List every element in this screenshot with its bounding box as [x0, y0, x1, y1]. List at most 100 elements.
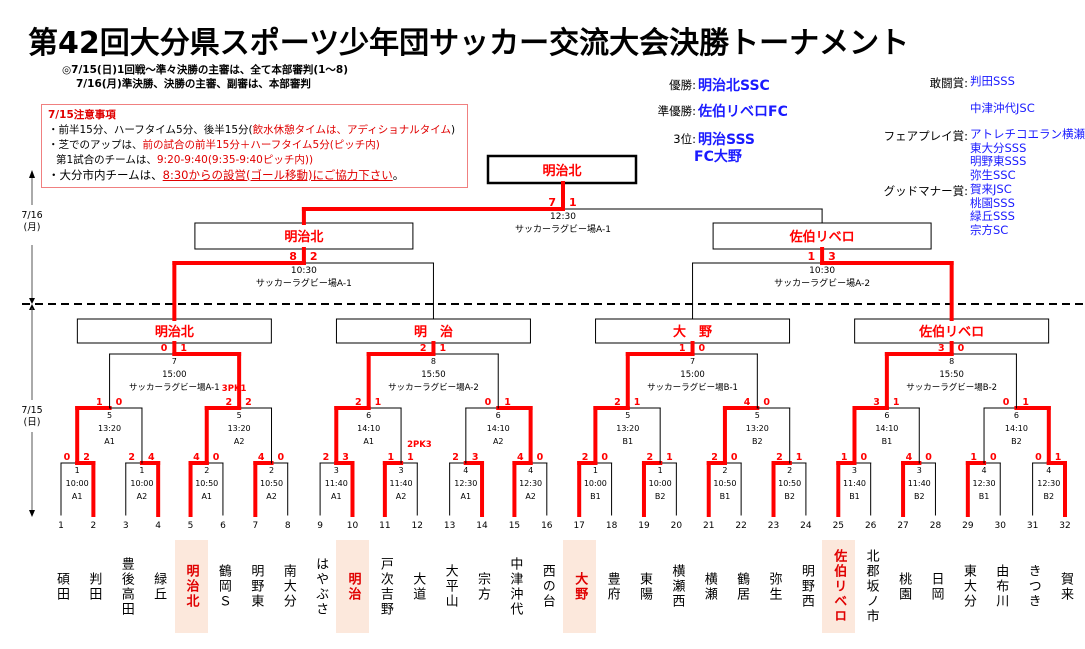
team-name: 豊後高田	[118, 556, 134, 617]
match-time: 10:30	[809, 266, 835, 276]
match-time: 10:30	[291, 266, 317, 276]
team-name: 由布川	[993, 564, 1009, 609]
team-name: 中津沖代	[507, 556, 523, 617]
score-right: 0	[763, 397, 770, 408]
fighting-award-team-1: 判田SSS	[970, 74, 1015, 88]
referee-note-2: 7/16(月)準決勝、決勝の主審、副審は、本部審判	[76, 78, 311, 90]
score-right: 0	[860, 452, 867, 463]
team-name: 横瀬西	[669, 564, 685, 609]
team-number: 8	[285, 521, 291, 531]
match-number: 6	[496, 411, 501, 420]
team-name: 明治	[336, 540, 370, 633]
match-time: 12:30	[973, 479, 996, 488]
team-number: 32	[1059, 521, 1070, 531]
caution-highlight: 8:30からの設営(ゴール移動)にご協力下さい	[162, 168, 393, 182]
match-field: B1	[590, 492, 601, 501]
match-field: A2	[234, 437, 245, 446]
team-number: 11	[379, 521, 390, 531]
champion-box	[486, 154, 638, 185]
team-number: 5	[188, 521, 194, 531]
score-right: 2	[310, 250, 318, 263]
match-time: 15:50	[939, 370, 964, 380]
score-right: 1	[1055, 452, 1062, 463]
match-number: 4	[1046, 466, 1051, 475]
team-name: 碩田	[54, 571, 69, 602]
match-field: A2	[266, 492, 277, 501]
match-time: 13:20	[228, 424, 251, 433]
match-time: 10:00	[649, 479, 672, 488]
fairplay-award-list: アトレチコエラン横瀬 東大分SSS 明野東SSS 弥生SSC	[970, 127, 1085, 182]
score-right: 1	[375, 397, 382, 408]
weekday-text: (日)	[23, 417, 41, 428]
score-left: 2	[614, 397, 621, 408]
score-right: 0	[601, 452, 608, 463]
score-left: 2	[647, 452, 654, 463]
team-number: 22	[735, 521, 746, 531]
match-time: 14:10	[357, 424, 380, 433]
team-name: 弥生	[766, 571, 782, 602]
team-name: 横瀬	[701, 571, 717, 602]
score-left: 2	[355, 397, 362, 408]
score-left: 1	[679, 343, 686, 354]
team-number: 31	[1027, 521, 1038, 531]
match-number: 6	[884, 411, 889, 420]
team-number: 12	[412, 521, 423, 531]
team-number: 1	[58, 521, 64, 531]
score-right: 3	[342, 452, 349, 463]
score-left: 2	[452, 452, 459, 463]
team-number: 13	[444, 521, 455, 531]
match-venue: サッカーラグビー場A-2	[774, 277, 870, 289]
match-time: 11:40	[390, 479, 413, 488]
match-field: B2	[655, 492, 666, 501]
caution-heading: 7/15注意事項	[48, 109, 116, 121]
qf-winner-box	[854, 318, 1050, 344]
referee-note-1: ◎7/15(日)1回戦～準々決勝の主審は、全て本部審判(1～8)	[62, 64, 349, 76]
fairplay-award-label: フェアプレイ賞:	[883, 129, 968, 143]
match-field: B1	[882, 437, 893, 446]
match-number: 2	[269, 466, 274, 475]
match-field: B2	[784, 492, 795, 501]
score-left: 7	[548, 196, 556, 209]
champion-team: 明治北SSC	[698, 78, 770, 94]
score-left: 4	[517, 452, 524, 463]
team-name: 桃園	[896, 571, 912, 602]
score-left: 1	[387, 452, 394, 463]
score-right: 0	[958, 343, 965, 354]
score-left: 4	[744, 397, 751, 408]
team-number: 24	[800, 521, 812, 531]
match-time: 12:30	[1037, 479, 1060, 488]
match-time: 10:50	[778, 479, 801, 488]
team-name: きつき	[1025, 564, 1041, 609]
match-number: 4	[528, 466, 533, 475]
match-number: 6	[366, 411, 371, 420]
match-venue: サッカーラグビー場B-2	[906, 382, 997, 393]
score-left: 0	[1003, 397, 1010, 408]
score-left: 8	[289, 250, 297, 263]
match-field: A1	[331, 492, 342, 501]
team-name: 明野東	[248, 564, 264, 609]
third-team-2: FC大野	[694, 149, 742, 165]
qf-winner-box	[335, 318, 531, 344]
score-right: 0	[699, 343, 706, 354]
score-left: 2	[226, 397, 233, 408]
match-time: 15:00	[680, 370, 705, 380]
team-number: 10	[347, 521, 359, 531]
caution-line-4: ・大分市内チームは、8:30からの設営(ゴール移動)にご協力下さい。	[48, 168, 461, 183]
match-field: A1	[104, 437, 115, 446]
team-number: 26	[865, 521, 877, 531]
match-number: 7	[690, 357, 695, 366]
score-left: 0	[161, 343, 168, 354]
match-number: 2	[204, 466, 209, 475]
team-number: 21	[703, 521, 714, 531]
score-right: 1	[634, 397, 641, 408]
team-name: 日岡	[928, 571, 944, 602]
match-field: B1	[622, 437, 633, 446]
match-field: B2	[1044, 492, 1055, 501]
match-number: 7	[172, 357, 177, 366]
team-name: 宗方	[475, 571, 491, 602]
score-right: 3	[828, 250, 836, 263]
score-right: 1	[407, 452, 414, 463]
arrow-up-icon	[29, 304, 35, 310]
fairplay-team: 明野東SSS	[970, 154, 1027, 168]
match-field: B2	[752, 437, 763, 446]
